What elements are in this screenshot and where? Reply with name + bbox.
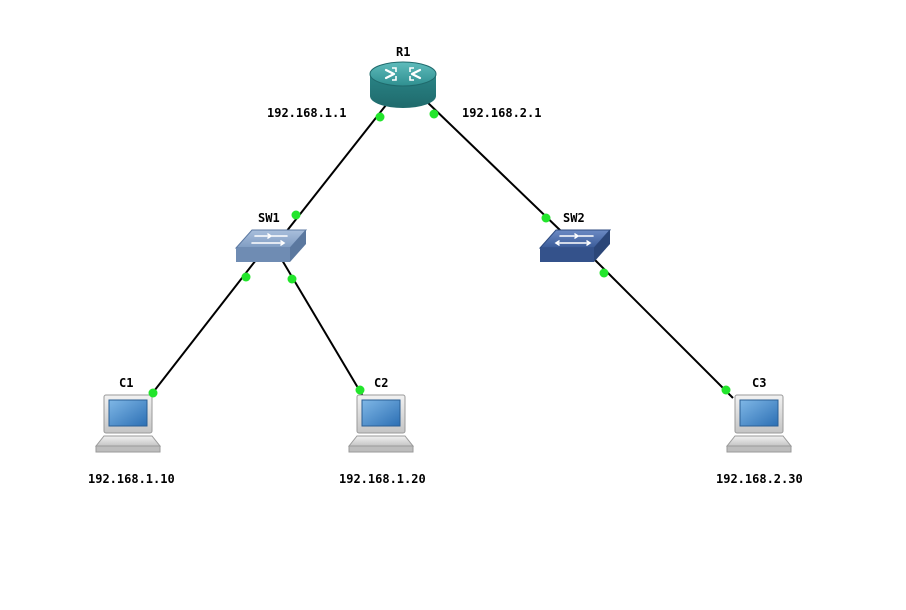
pc-c1-label: C1 bbox=[119, 376, 133, 390]
computer-icon bbox=[725, 394, 793, 453]
router-r1-label: R1 bbox=[396, 45, 410, 59]
switch-sw1-label: SW1 bbox=[258, 211, 280, 225]
port-sw2-c3-switch-end[interactable] bbox=[599, 268, 609, 278]
switch-icon bbox=[538, 229, 612, 262]
switch-sw1[interactable]: SW1 bbox=[234, 211, 308, 262]
pc-c2-label: C2 bbox=[374, 376, 388, 390]
computer-icon bbox=[347, 394, 415, 453]
port-r1-sw2-switch-end[interactable] bbox=[541, 213, 551, 223]
port-r1-sw1-router-end[interactable] bbox=[375, 112, 385, 122]
router-icon bbox=[369, 61, 437, 108]
switch-sw2[interactable]: SW2 bbox=[538, 211, 612, 262]
link-sw2-c3[interactable] bbox=[594, 259, 734, 399]
pc-c3-ip: 192.168.2.30 bbox=[716, 472, 803, 486]
port-sw2-c3-pc-end[interactable] bbox=[721, 385, 731, 395]
port-r1-sw2-router-end[interactable] bbox=[429, 109, 439, 119]
pc-c1[interactable]: C1 192.168.1.10 bbox=[88, 376, 175, 486]
link-r1-sw1[interactable] bbox=[285, 99, 391, 233]
pc-c3-label: C3 bbox=[752, 376, 766, 390]
port-sw1-c1-pc-end[interactable] bbox=[148, 388, 158, 398]
switch-icon bbox=[234, 229, 308, 262]
link-sw1-c1[interactable] bbox=[143, 259, 257, 405]
port-sw1-c1-switch-end[interactable] bbox=[241, 272, 251, 282]
r1-left-interface-ip: 192.168.1.1 bbox=[267, 106, 346, 120]
port-r1-sw1-switch-end[interactable] bbox=[291, 210, 301, 220]
computer-icon bbox=[94, 394, 162, 453]
r1-right-interface-ip: 192.168.2.1 bbox=[462, 106, 541, 120]
pc-c2-ip: 192.168.1.20 bbox=[339, 472, 426, 486]
pc-c3[interactable]: C3 192.168.2.30 bbox=[716, 376, 803, 486]
link-sw1-c2[interactable] bbox=[281, 259, 365, 399]
port-sw1-c2-switch-end[interactable] bbox=[287, 274, 297, 284]
pc-c2[interactable]: C2 192.168.1.20 bbox=[339, 376, 426, 486]
port-sw1-c2-pc-end[interactable] bbox=[355, 385, 365, 395]
router-r1[interactable]: R1 bbox=[369, 45, 437, 108]
port-indicators bbox=[148, 109, 731, 398]
link-r1-sw2[interactable] bbox=[424, 99, 563, 233]
switch-sw2-label: SW2 bbox=[563, 211, 585, 225]
pc-c1-ip: 192.168.1.10 bbox=[88, 472, 175, 486]
links bbox=[143, 99, 734, 405]
